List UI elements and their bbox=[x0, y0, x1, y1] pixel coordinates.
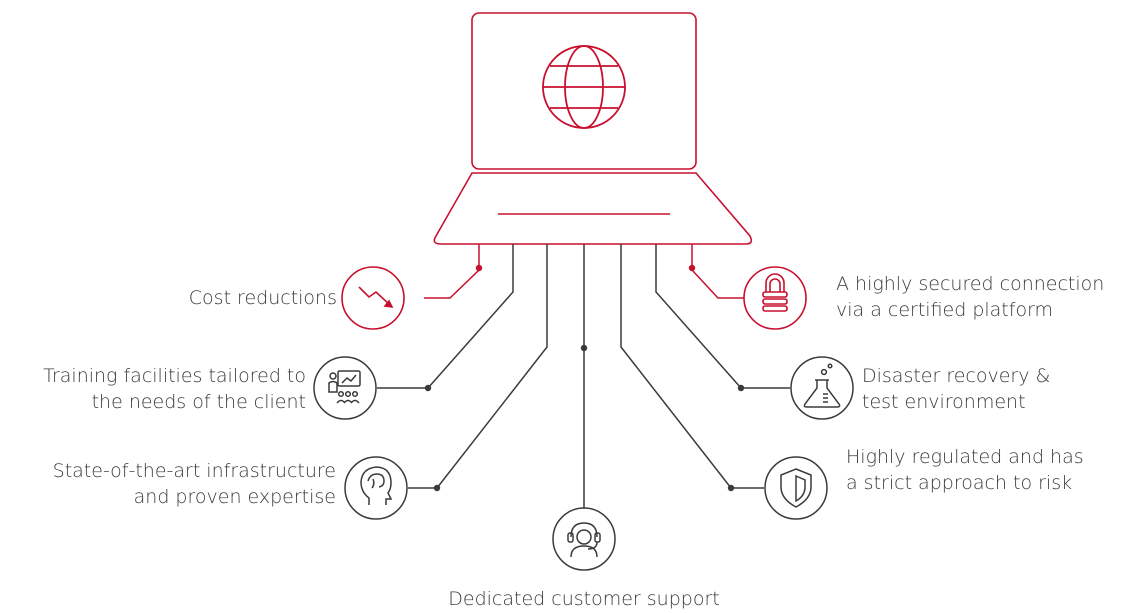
connector-regulated-dot bbox=[727, 484, 735, 492]
feature-support-label: Dedicated customer support bbox=[448, 588, 720, 610]
shield-icon bbox=[764, 456, 828, 520]
feature-cost-label: Cost reductions bbox=[188, 287, 337, 309]
padlock-icon bbox=[743, 266, 807, 330]
connector-secure bbox=[691, 244, 744, 299]
connector-infra bbox=[408, 244, 548, 489]
connector-disaster-dot bbox=[737, 384, 745, 392]
headset-agent-icon bbox=[552, 507, 616, 571]
laptop-base bbox=[433, 172, 753, 245]
lab-flask-icon bbox=[790, 356, 854, 420]
connector-cost-dot bbox=[475, 264, 483, 272]
presentation-audience-icon bbox=[313, 356, 377, 420]
connectors bbox=[377, 244, 790, 508]
connector-disaster bbox=[655, 244, 790, 389]
connector-cost bbox=[424, 244, 480, 299]
head-brain-icon bbox=[344, 456, 408, 520]
declining-trend-icon bbox=[341, 266, 405, 330]
feature-disaster-label: Disaster recovery & test environment bbox=[862, 365, 1051, 413]
laptop bbox=[433, 12, 753, 245]
feature-regulated-label: Highly regulated and has a strict approa… bbox=[846, 446, 1084, 494]
feature-secure-label: A highly secured connection via a certif… bbox=[836, 273, 1105, 321]
connector-secure-dot bbox=[688, 264, 696, 272]
laptop-screen bbox=[471, 12, 697, 170]
feature-training-label: Training facilities tailored to the need… bbox=[43, 365, 306, 413]
connector-training bbox=[377, 244, 514, 389]
globe-icon bbox=[542, 45, 626, 129]
connector-infra-dot bbox=[433, 484, 441, 492]
connector-regulated bbox=[620, 244, 764, 489]
feature-infra-label: State-of-the-art infrastructure and prov… bbox=[52, 460, 336, 508]
connector-training-dot bbox=[424, 384, 432, 392]
connector-support-dot bbox=[580, 344, 588, 352]
